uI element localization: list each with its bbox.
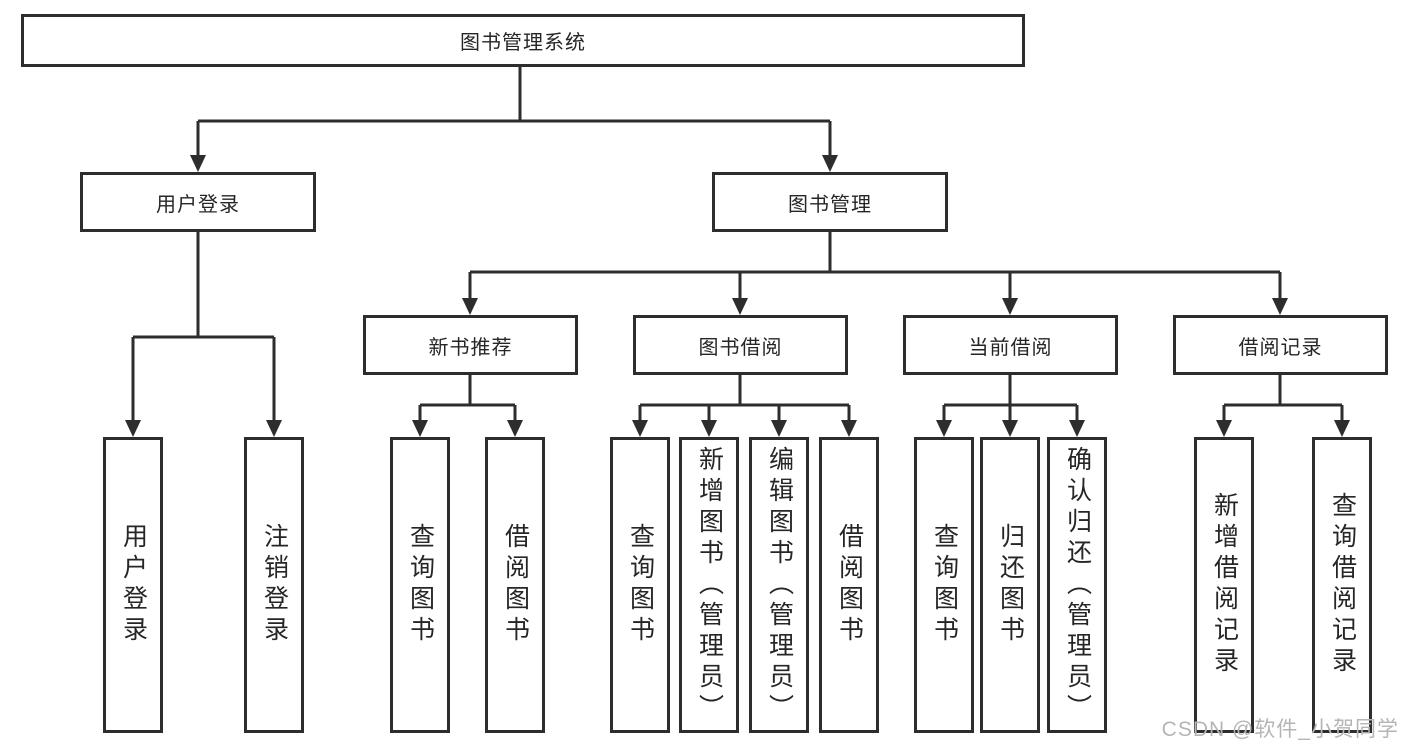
node-user-login-leaf: 用户登录 — [103, 437, 163, 733]
node-confirm-return-admin: 确认归还（管理员） — [1047, 437, 1107, 733]
arrowhead-icon — [190, 155, 206, 172]
connector-line — [468, 232, 1282, 302]
connector-line — [638, 375, 851, 424]
node-current-search-books: 查询图书 — [914, 437, 974, 733]
arrowhead-icon — [841, 420, 857, 437]
node-book-borrowing: 图书借阅 — [633, 315, 848, 375]
arrowhead-icon — [701, 420, 717, 437]
arrowhead-icon — [462, 298, 478, 315]
node-search-borrow-record: 查询借阅记录 — [1312, 437, 1372, 733]
connector-line — [942, 375, 1079, 424]
arrowhead-icon — [412, 420, 428, 437]
connector-borrowing-to-leaves — [632, 375, 857, 437]
connector-line — [418, 375, 517, 424]
node-library-management-system: 图书管理系统 — [21, 14, 1025, 67]
node-logout: 注销登录 — [244, 437, 304, 733]
node-add-book-admin: 新增图书（管理员） — [679, 437, 739, 733]
node-add-borrow-record: 新增借阅记录 — [1194, 437, 1254, 733]
connector-user-login-to-leaves — [125, 232, 282, 437]
node-user-login: 用户登录 — [80, 172, 316, 232]
arrowhead-icon — [1272, 298, 1288, 315]
node-borrowing-borrow-books: 借阅图书 — [819, 437, 879, 733]
node-current-borrowing: 当前借阅 — [903, 315, 1118, 375]
arrowhead-icon — [771, 420, 787, 437]
node-recommend-search-books: 查询图书 — [390, 437, 450, 733]
arrowhead-icon — [1002, 298, 1018, 315]
connector-book-management-to-level3 — [462, 232, 1288, 315]
node-return-book: 归还图书 — [980, 437, 1040, 733]
arrowhead-icon — [936, 420, 952, 437]
connector-recommend-to-leaves — [412, 375, 523, 437]
node-borrowing-records: 借阅记录 — [1173, 315, 1388, 375]
arrowhead-icon — [1069, 420, 1085, 437]
arrowhead-icon — [822, 155, 838, 172]
csdn-watermark: CSDN @软件_小贺同学 — [1161, 718, 1399, 741]
connector-line — [1222, 375, 1344, 424]
arrowhead-icon — [1216, 420, 1232, 437]
node-borrowing-search-books: 查询图书 — [610, 437, 670, 733]
connector-line — [196, 67, 832, 159]
node-new-book-recommendation: 新书推荐 — [363, 315, 578, 375]
arrowhead-icon — [125, 420, 141, 437]
arrowhead-icon — [507, 420, 523, 437]
connector-records-to-leaves — [1216, 375, 1350, 437]
node-recommend-borrow-books: 借阅图书 — [485, 437, 545, 733]
connector-current-to-leaves — [936, 375, 1085, 437]
arrowhead-icon — [1334, 420, 1350, 437]
arrowhead-icon — [632, 420, 648, 437]
connector-line — [131, 232, 276, 424]
connector-root-to-level2 — [190, 67, 838, 172]
node-book-management: 图书管理 — [712, 172, 948, 232]
arrowhead-icon — [1002, 420, 1018, 437]
arrowhead-icon — [266, 420, 282, 437]
node-edit-book-admin: 编辑图书（管理员） — [749, 437, 809, 733]
arrowhead-icon — [732, 298, 748, 315]
